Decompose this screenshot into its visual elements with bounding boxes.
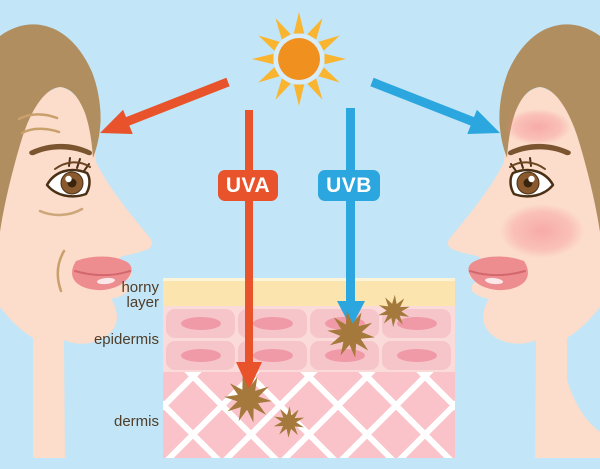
uvb-ray-line <box>346 108 355 301</box>
cell-nucleus <box>396 349 437 362</box>
epidermis-layer <box>163 306 455 372</box>
cell-nucleus <box>252 317 293 330</box>
uva-badge: UVA <box>218 170 278 201</box>
nasolabial-wrinkle <box>56 249 66 293</box>
horny-layer <box>163 281 455 306</box>
cell-nucleus <box>252 349 293 362</box>
uva-ray-line <box>245 110 253 362</box>
skin-cell <box>166 309 235 338</box>
cell-nucleus <box>180 349 221 362</box>
sun-icon <box>252 12 346 106</box>
cell-nucleus <box>180 317 221 330</box>
uva-to-face-arrow <box>100 77 230 134</box>
cell-nucleus <box>396 317 437 330</box>
left-face-wrinkled <box>0 23 154 460</box>
epidermis-label: epidermis <box>93 331 159 348</box>
uvb-badge: UVB <box>318 170 380 201</box>
sun-rays <box>252 12 346 106</box>
forehead-wrinkles <box>17 113 61 135</box>
uva-damage-star <box>222 374 274 424</box>
uvb-to-face-arrow <box>370 77 500 134</box>
skin-cell <box>382 341 451 370</box>
dermis-layer <box>163 372 455 458</box>
under-eye-wrinkle <box>38 207 84 217</box>
cheek-sunburn-patch <box>500 204 584 258</box>
sun-core <box>278 38 320 80</box>
uvb-damage-star <box>324 308 378 360</box>
skin-cross-section <box>163 278 455 458</box>
uvb-damage-star-small <box>374 291 414 331</box>
right-shoulder <box>560 380 600 458</box>
skin-cell <box>166 341 235 370</box>
uva-arrowhead-icon <box>236 362 262 390</box>
skin-surface-strip <box>163 278 455 281</box>
forehead-sunburn-patch <box>505 109 571 145</box>
uva-damage-star-small <box>268 402 310 442</box>
right-face-sunburned <box>446 23 600 460</box>
dermis-label: dermis <box>113 413 159 430</box>
horny-layer-label: horny layer <box>121 279 159 311</box>
